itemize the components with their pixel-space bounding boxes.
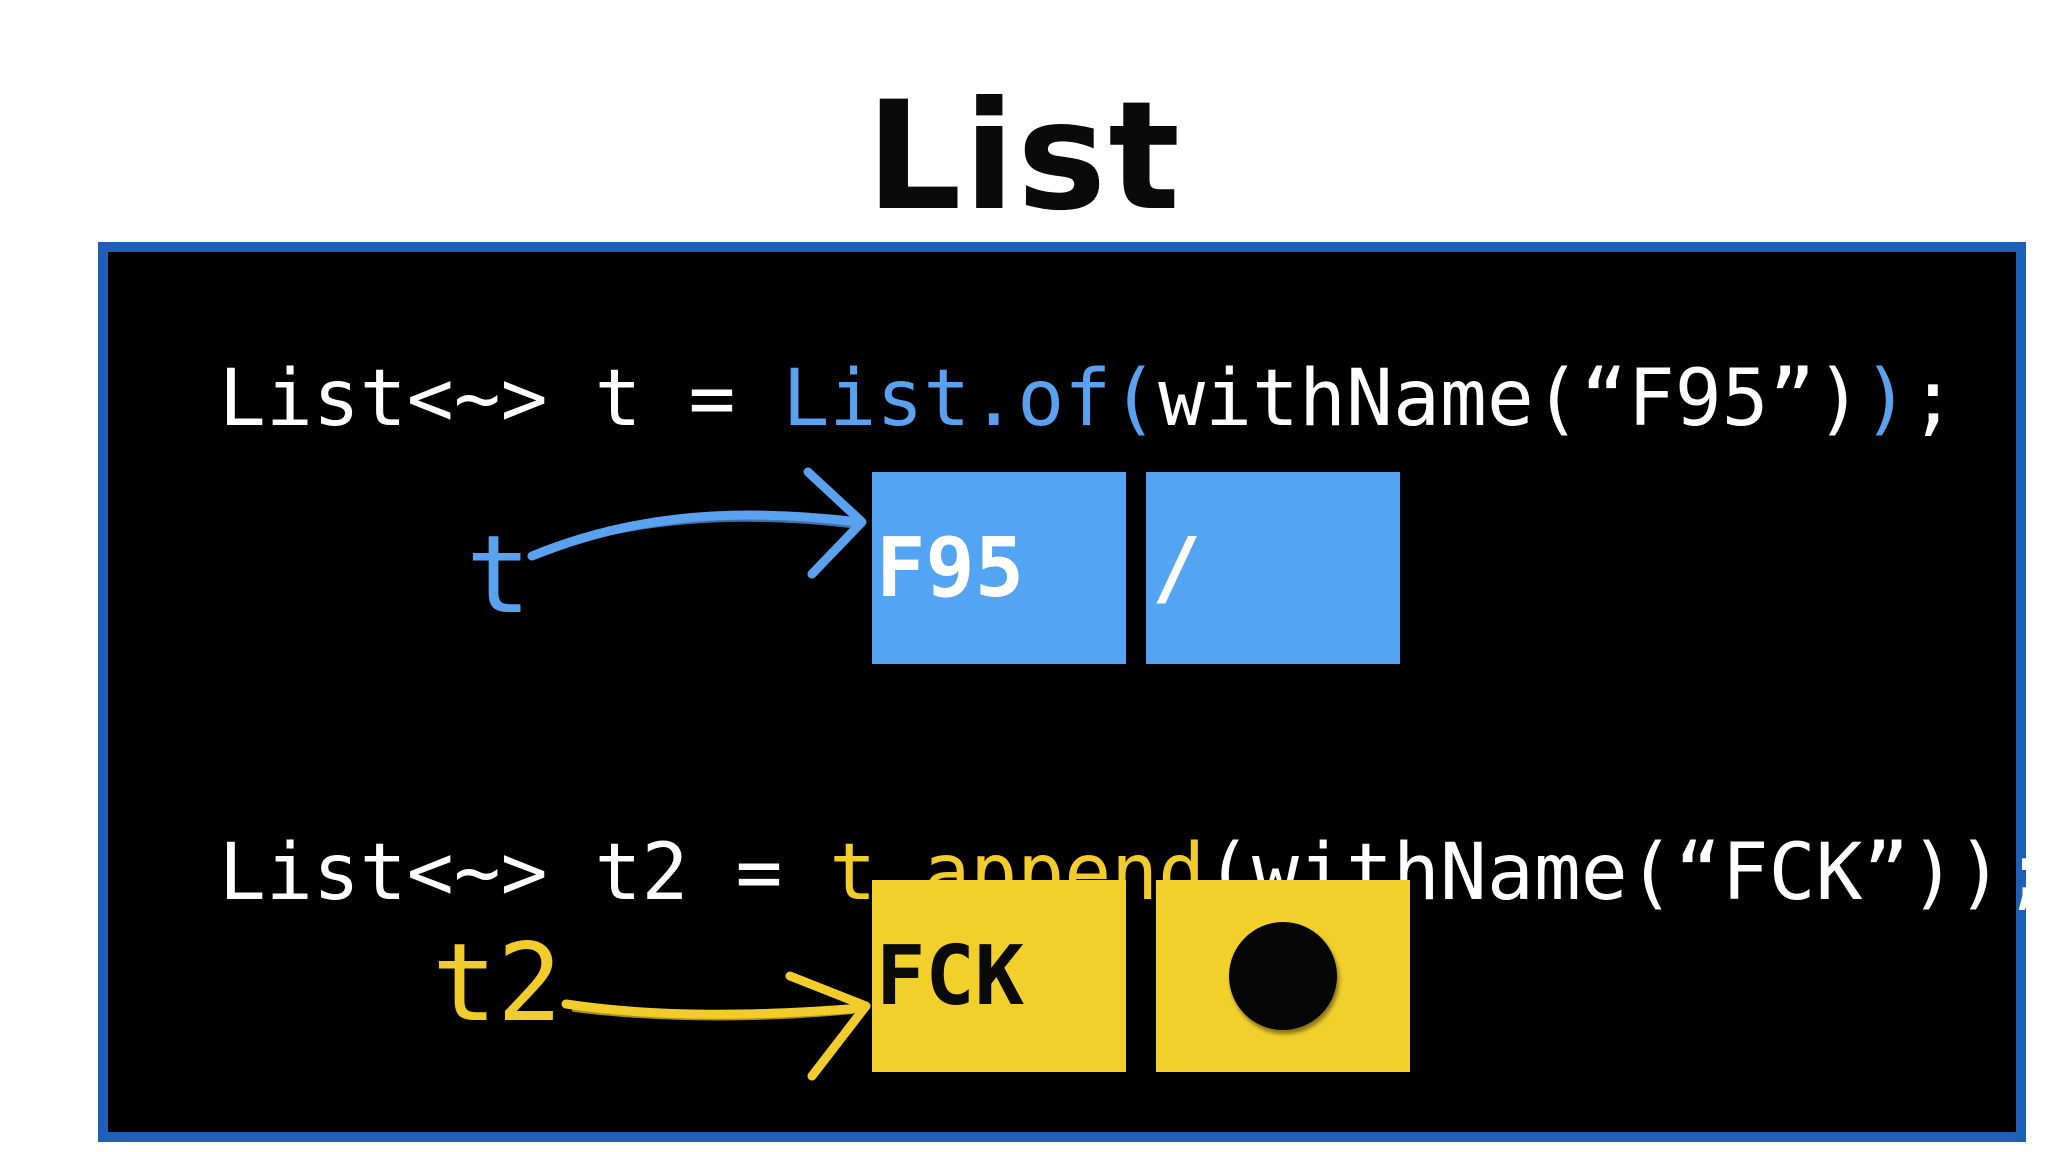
node-t-value: F95 [876, 521, 1025, 616]
code-line-1-declaration: List<~> t = [218, 354, 783, 444]
code-line-1: List<~> t = List.of(withName(“F95”)); [125, 282, 1957, 438]
var-label-t: t [466, 513, 532, 638]
code-line-1-list-of: List.of( [782, 354, 1159, 444]
pointer-dot-icon [1229, 922, 1337, 1030]
node-t2-next-cell [1156, 880, 1410, 1072]
node-t-next-null: / [1152, 521, 1202, 616]
code-line-1-close-paren: ) [1862, 354, 1910, 444]
code-line-2-declaration: List<~> t2 = [218, 828, 830, 918]
node-t-value-cell: F95 [872, 472, 1126, 664]
node-t2-value-cell: FCK [872, 880, 1126, 1072]
diagram-title: List [866, 70, 1182, 244]
node-t2-value: FCK [876, 929, 1025, 1024]
node-t-next-cell: / [1146, 472, 1400, 664]
code-line-2: List<~> t2 = t.append(withName(“FCK”)); [125, 756, 2048, 912]
code-line-1-with-name: withName(“F95”) [1158, 354, 1863, 444]
code-line-1-semicolon: ; [1909, 354, 1957, 444]
var-label-t2: t2 [432, 921, 563, 1046]
